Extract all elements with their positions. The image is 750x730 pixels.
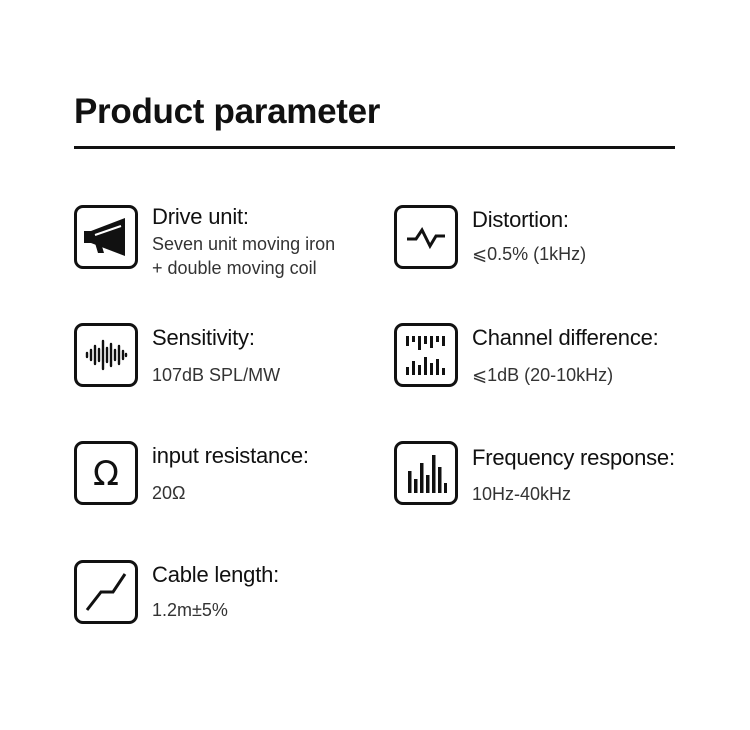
param-value-line: + double moving coil <box>152 258 317 278</box>
megaphone-icon <box>74 205 138 269</box>
param-label: Channel difference: <box>472 325 659 350</box>
param-value-line: ⩽1dB (20-10kHz) <box>472 365 614 385</box>
param-value: 10Hz-40kHz <box>472 482 571 506</box>
param-label: Frequency response: <box>472 445 675 470</box>
page-title: Product parameter <box>74 92 381 131</box>
bar-spectrum-icon <box>394 441 458 505</box>
param-value-line: Seven unit moving iron <box>152 234 336 254</box>
param-value: ⩽1dB (20-10kHz) <box>472 363 613 387</box>
param-value: Seven unit moving iron + double moving c… <box>152 232 335 280</box>
waveform-icon <box>394 205 458 269</box>
param-value-line: ⩽0.5% (1kHz) <box>472 244 587 264</box>
param-label: input resistance: <box>152 443 309 468</box>
ohm-icon: Ω <box>74 441 138 505</box>
param-label: Cable length: <box>152 562 280 587</box>
sound-wave-icon <box>74 323 138 387</box>
param-value: 107dB SPL/MW <box>152 363 280 387</box>
title-divider <box>74 146 675 149</box>
cable-curve-icon <box>74 560 138 624</box>
param-label: Drive unit: <box>152 204 249 229</box>
param-value-line: 1.2m±5% <box>152 600 228 620</box>
param-value-line: 10Hz-40kHz <box>472 484 572 504</box>
param-value-line: 20Ω <box>152 483 186 503</box>
param-value: 1.2m±5% <box>152 598 228 622</box>
equalizer-icon <box>394 323 458 387</box>
param-value: ⩽0.5% (1kHz) <box>472 242 586 266</box>
param-value-line: 107dB SPL/MW <box>152 365 281 385</box>
svg-text:Ω: Ω <box>93 454 119 493</box>
param-label: Sensitivity: <box>152 325 255 350</box>
param-label: Distortion: <box>472 207 569 232</box>
param-value: 20Ω <box>152 481 185 505</box>
